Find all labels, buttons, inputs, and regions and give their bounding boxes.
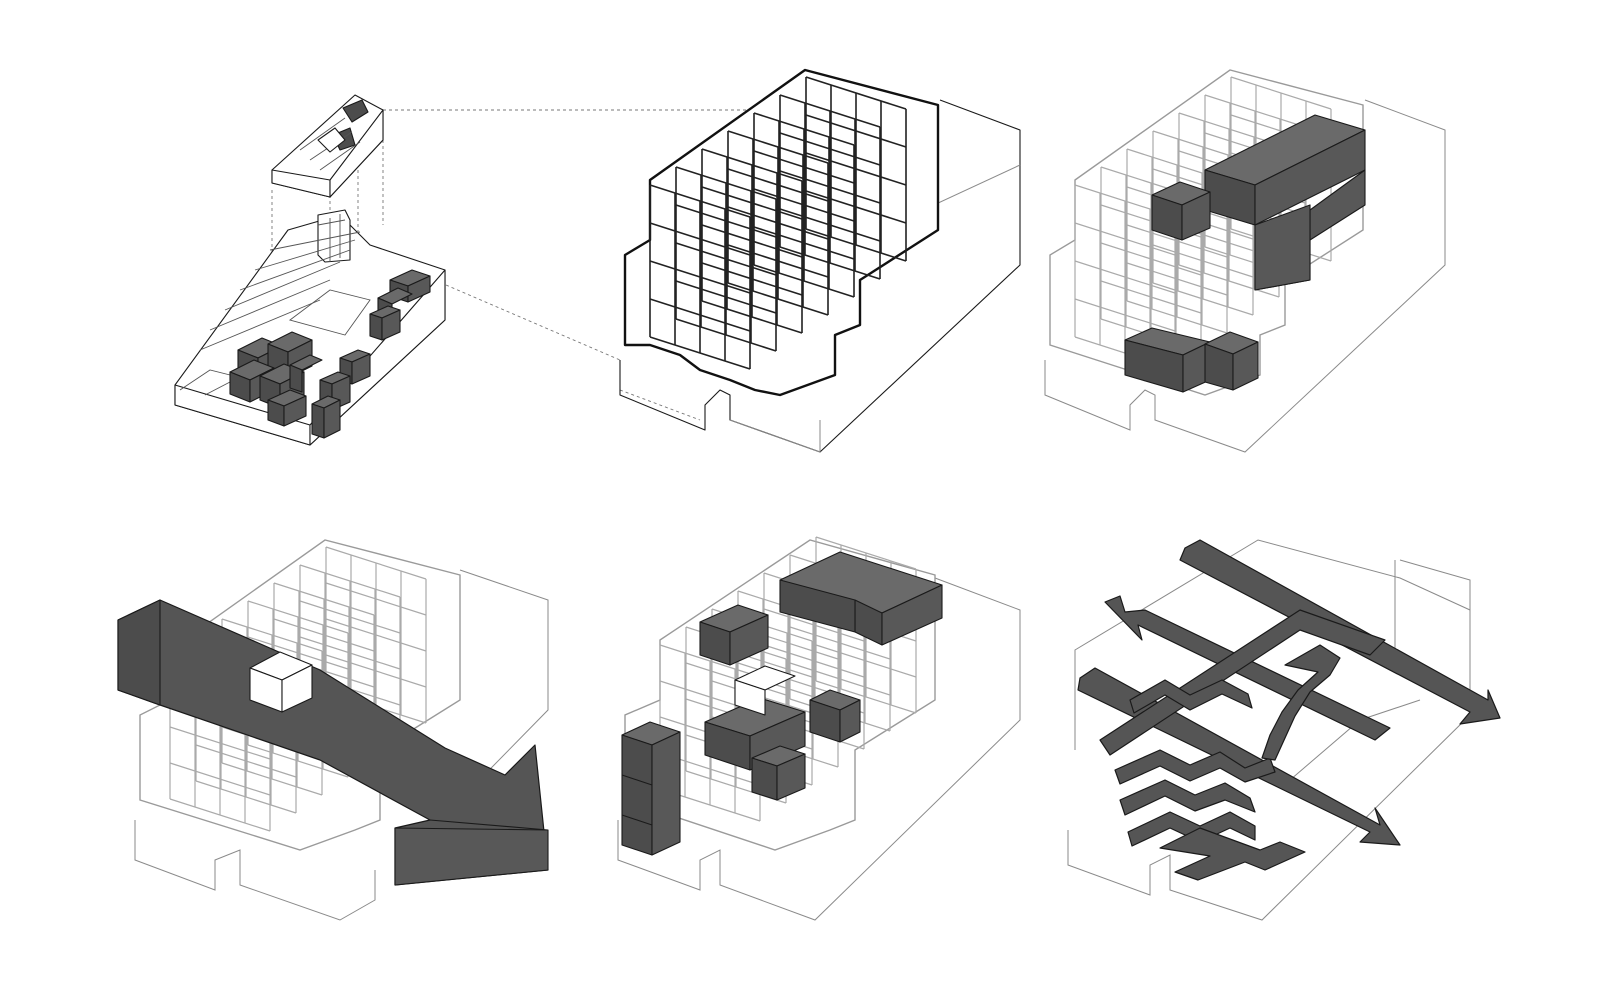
panel-structural-grid [619, 68, 1021, 453]
grid-lines-2 [649, 76, 907, 370]
main-arrow [117, 599, 549, 886]
panel-site-context [174, 94, 790, 446]
existing-buildings [229, 269, 431, 439]
site-base-3 [1044, 99, 1446, 453]
panel-circulation-paths [1067, 539, 1501, 921]
circulation-arrows-6 [1077, 539, 1501, 881]
site-base-5 [617, 577, 1021, 921]
site-base-2 [619, 99, 1021, 453]
panel-main-circulation-arrow [117, 539, 549, 921]
floating-site-piece [271, 94, 384, 198]
structural-grid-frame [623, 68, 940, 397]
site-block [174, 209, 446, 446]
site-base-4 [134, 569, 549, 921]
panel-perimeter-volumes [617, 536, 1021, 921]
perimeter-volumes-5 [621, 551, 943, 856]
panel-volume-insertion [1044, 69, 1446, 453]
inserted-volumes-3 [1124, 114, 1366, 393]
